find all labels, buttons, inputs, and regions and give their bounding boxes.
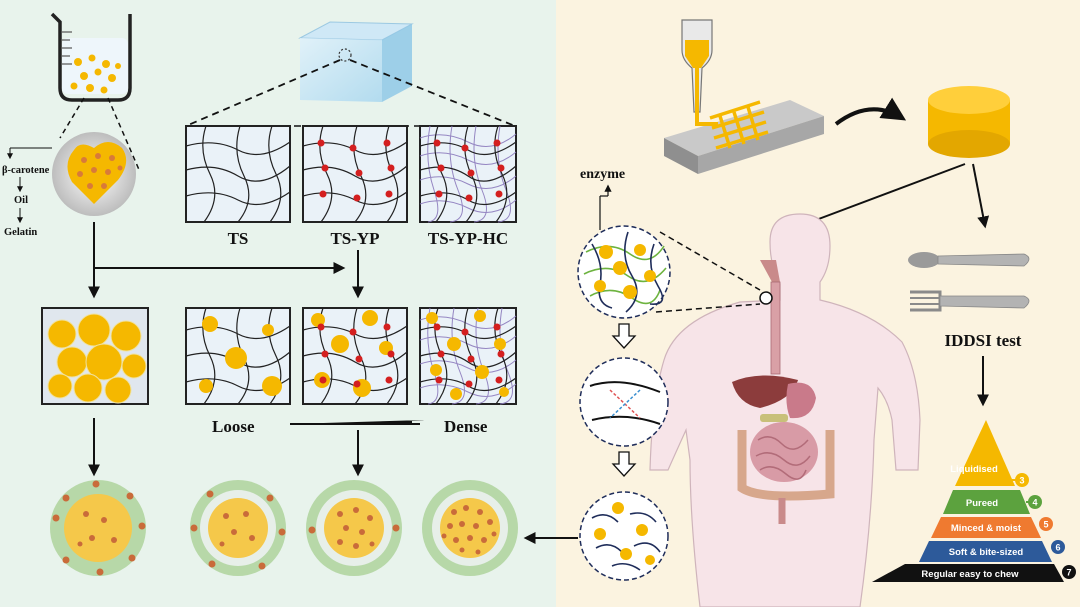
- iddsi-level-4-label: Pureed: [966, 498, 998, 509]
- iddsi-level-7: [872, 564, 1064, 582]
- down-hollow-arrow-2: [611, 451, 637, 477]
- iddsi-level-3: [955, 420, 1015, 486]
- emulsion-capsule-icon: [52, 132, 136, 216]
- iddsi-number-3: 3: [1019, 476, 1024, 486]
- printer-nozzle-icon: [664, 19, 824, 174]
- iddsi-badge-3: [1015, 473, 1029, 487]
- iddsi-number-4: 4: [1032, 498, 1037, 508]
- emulsion-components: β-carotene Oil Gelatin: [2, 147, 52, 238]
- iddsi-badge-4: [1028, 495, 1042, 509]
- iddsi-number-6: 6: [1055, 543, 1060, 553]
- iddsi-badge-6: [1051, 540, 1065, 554]
- iddsi-level-6-label: Soft & bite-sized: [949, 547, 1024, 558]
- spoon-icon: [908, 252, 1030, 268]
- digestion-stage-2: [579, 357, 669, 447]
- digested-plate-ts: [190, 480, 286, 576]
- digested-plate-emulsion: [50, 480, 146, 576]
- gel-block-icon: [298, 21, 414, 102]
- iddsi-level-5-label: Minced & moist: [951, 523, 1022, 534]
- component-gelatin: Gelatin: [4, 227, 37, 238]
- emulsion-box: [41, 307, 149, 405]
- digestion-stage-1: [577, 225, 671, 319]
- iddsi-number-7: 7: [1066, 568, 1071, 578]
- iddsi-level-3-label: Liquidised: [950, 464, 998, 475]
- network-label-ts-yp: TS-YP: [330, 229, 379, 248]
- network-box-ts-yp: [302, 125, 408, 223]
- down-hollow-arrow-1: [611, 323, 637, 349]
- iddsi-pyramid: Liquidised Pureed Minced & moist Soft & …: [872, 420, 1076, 582]
- network-label-ts-yp-hc: TS-YP-HC: [428, 229, 508, 248]
- iddsi-badge-5: [1039, 517, 1053, 531]
- fork-icon: [910, 290, 1030, 312]
- digested-plate-ts-yp-hc: [422, 480, 518, 576]
- component-beta-carotene: β-carotene: [2, 165, 50, 176]
- iddsi-level-5: [931, 517, 1041, 538]
- beaker-icon: [50, 12, 132, 102]
- network-box-ts-yp-hc: [419, 125, 517, 223]
- enzyme-label: enzyme: [580, 167, 625, 182]
- iddsi-level-6: [919, 541, 1052, 562]
- iddsi-number-5: 5: [1043, 520, 1048, 530]
- iddsi-level-4: [943, 490, 1030, 514]
- digested-plate-ts-yp: [306, 480, 402, 576]
- density-label-loose: Loose: [212, 417, 255, 436]
- iddsi-title: IDDSI test: [945, 331, 1022, 350]
- iddsi-level-7-label: Regular easy to chew: [921, 569, 1019, 580]
- density-label-dense: Dense: [444, 417, 488, 436]
- iddsi-badge-7: [1062, 565, 1076, 579]
- network-label-ts: TS: [228, 229, 249, 248]
- filled-gel-box-loose: [185, 307, 291, 405]
- component-oil: Oil: [14, 195, 28, 206]
- density-arrow: [290, 420, 424, 425]
- human-body-icon: [649, 213, 921, 608]
- network-box-ts: [185, 125, 291, 223]
- digestion-stage-3: [579, 491, 669, 581]
- printed-food-cylinder-icon: [928, 86, 1010, 158]
- filled-gel-box-medium: [302, 307, 408, 405]
- filled-gel-box-dense: [419, 307, 517, 405]
